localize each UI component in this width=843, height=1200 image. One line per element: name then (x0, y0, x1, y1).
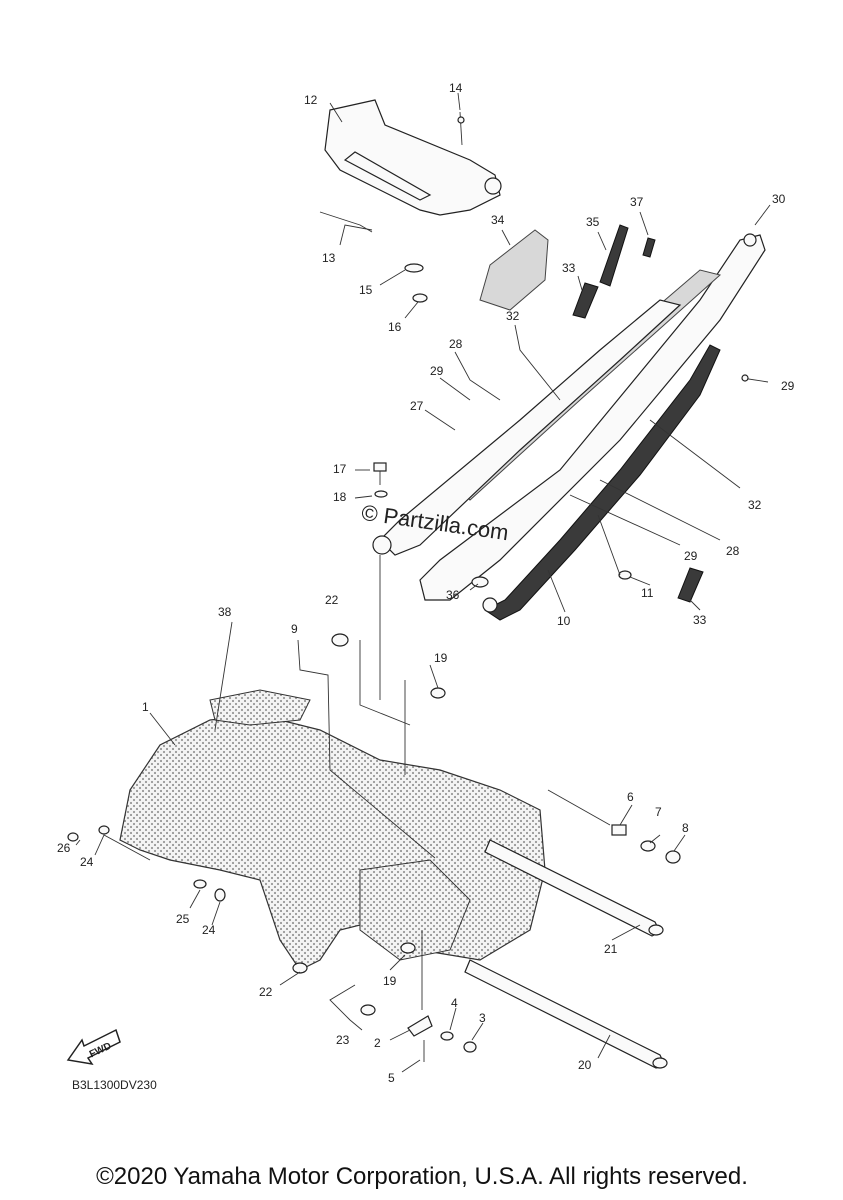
callout-17: 17 (333, 462, 347, 476)
nut-8 (665, 850, 681, 864)
collar-24-right (214, 888, 226, 902)
callout-8: 8 (682, 821, 689, 835)
leader-lines-lower (75, 555, 686, 1073)
callout-9: 9 (291, 622, 298, 636)
callout-29-upper: 29 (430, 364, 444, 378)
callout-30: 29 (781, 379, 795, 393)
callout-15: 15 (359, 283, 373, 297)
nut-16 (412, 293, 428, 303)
callout-38: 38 (218, 605, 232, 619)
callout-32-upper: 32 (506, 309, 520, 323)
callout-10: 10 (557, 614, 571, 628)
slider-37 (642, 237, 656, 258)
callout-18: 18 (333, 490, 347, 504)
callout-12: 12 (304, 93, 318, 107)
callout-19-upper: 19 (434, 651, 448, 665)
collar-19-lower (400, 942, 416, 954)
collar-36 (471, 576, 489, 588)
washer-18 (374, 490, 388, 498)
callout-33-lower: 33 (693, 613, 707, 627)
callout-11: 11 (641, 586, 654, 600)
slider-33-lower (677, 567, 704, 603)
collar-24-left (98, 825, 110, 835)
callout-28-lower: 28 (726, 544, 740, 558)
callout-21: 21 (604, 942, 618, 956)
callout-22-lower: 22 (259, 985, 273, 999)
callout-16: 16 (388, 320, 402, 334)
callout-37: 37 (630, 195, 644, 209)
bolt-14 (457, 111, 465, 146)
shaft-21 (484, 839, 664, 937)
callout-5: 5 (388, 1071, 395, 1085)
collar-19-upper (430, 687, 446, 699)
copyright-line: ©2020 Yamaha Motor Corporation, U.S.A. A… (96, 1163, 748, 1190)
washer-7 (640, 840, 656, 852)
callout-3: 3 (479, 1011, 486, 1025)
callout-14: 14 (449, 81, 463, 95)
callout-34: 34 (491, 213, 505, 227)
bracket-2 (407, 1015, 433, 1037)
callout-25: 25 (176, 912, 190, 926)
callout-26: 26 (57, 841, 71, 855)
collar-15 (404, 263, 424, 273)
callout-36: 36 (446, 588, 460, 602)
shaft-20 (464, 959, 668, 1069)
leader-lines-upper (329, 92, 771, 613)
callout-labels: 12 14 13 15 16 34 35 37 33 30 32 29 28 2… (57, 81, 795, 1085)
collar-22-lower (292, 962, 308, 974)
callout-22-upper: 22 (325, 593, 339, 607)
callout-19-lower: 19 (383, 974, 397, 988)
slider-35 (599, 224, 629, 287)
callout-27: 27 (410, 399, 424, 413)
slider-34 (479, 229, 549, 311)
callout-23: 23 (336, 1033, 350, 1047)
callout-2: 2 (374, 1036, 381, 1050)
callout-31: 30 (772, 192, 786, 206)
callout-29-lower: 29 (684, 549, 698, 563)
callout-24-right: 24 (202, 923, 216, 937)
bolt-30 (741, 374, 769, 383)
callout-33-upper: 33 (562, 261, 576, 275)
bolt-17 (373, 462, 387, 485)
callout-24-left: 24 (80, 855, 94, 869)
callout-4: 4 (451, 996, 458, 1010)
bracket-12 (324, 99, 502, 216)
callout-1: 1 (142, 700, 149, 714)
callout-6: 6 (627, 790, 634, 804)
washer-4 (440, 1031, 454, 1041)
callout-13: 13 (322, 251, 336, 265)
bushing-6 (611, 824, 627, 836)
nut-11 (618, 570, 632, 580)
callout-7: 7 (655, 805, 662, 819)
callout-35: 35 (586, 215, 600, 229)
collar-22-upper (331, 633, 349, 647)
nut-3 (463, 1041, 477, 1053)
collar-25 (193, 879, 207, 889)
callout-32-lower: 32 (748, 498, 762, 512)
frame-1 (119, 689, 546, 971)
fwd-arrow-icon: FWD (66, 1028, 121, 1066)
slider-33-upper (572, 282, 599, 319)
bolt-26 (67, 832, 79, 842)
callout-20: 20 (578, 1058, 592, 1072)
rail-assembly (372, 233, 766, 621)
callout-28-upper: 28 (449, 337, 463, 351)
diagram-code: B3L1300DV230 (72, 1078, 157, 1092)
collar-23 (360, 1004, 376, 1016)
